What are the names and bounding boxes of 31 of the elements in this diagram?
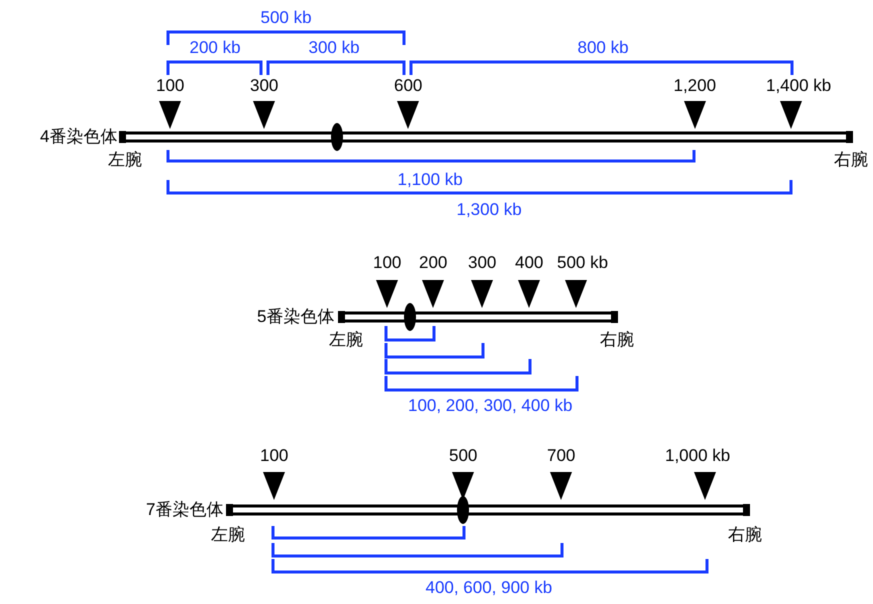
position-label: 500 — [449, 446, 478, 466]
arm-label: 左腕 — [211, 525, 245, 545]
length-label: 500 kb — [260, 8, 312, 28]
length-label: 800 kb — [578, 38, 629, 58]
arm-label: 右腕 — [600, 330, 634, 350]
position-label: 100 — [156, 76, 184, 96]
chromosome-label: 4番染色体 — [40, 127, 118, 147]
length-label: 1,300 kb — [456, 200, 522, 220]
position-label: 600 — [394, 76, 422, 96]
position-label: 300 — [250, 76, 278, 96]
position-label: 1,200 — [674, 76, 716, 96]
length-label: 1,100 kb — [398, 170, 463, 190]
position-label: 100 — [373, 253, 402, 273]
arm-label: 右腕 — [728, 525, 762, 545]
position-label: 300 — [468, 253, 496, 273]
position-label: 700 — [547, 446, 576, 466]
arm-label: 左腕 — [108, 150, 142, 170]
position-label: 1,400 kb — [766, 76, 832, 96]
length-label: 100, 200, 300, 400 kb — [408, 396, 572, 416]
position-label: 500 kb — [557, 253, 608, 273]
position-label: 100 — [260, 446, 288, 466]
chromosome-label: 5番染色体 — [257, 307, 334, 327]
arm-label: 右腕 — [834, 150, 868, 170]
chromosome-label: 7番染色体 — [146, 500, 224, 520]
length-label: 200 kb — [190, 38, 241, 58]
position-label: 1,000 kb — [665, 446, 730, 466]
length-label: 300 kb — [308, 38, 360, 58]
position-label: 200 — [419, 253, 448, 273]
arm-label: 左腕 — [329, 330, 363, 350]
length-label: 400, 600, 900 kb — [426, 578, 552, 598]
position-label: 400 — [515, 253, 544, 273]
